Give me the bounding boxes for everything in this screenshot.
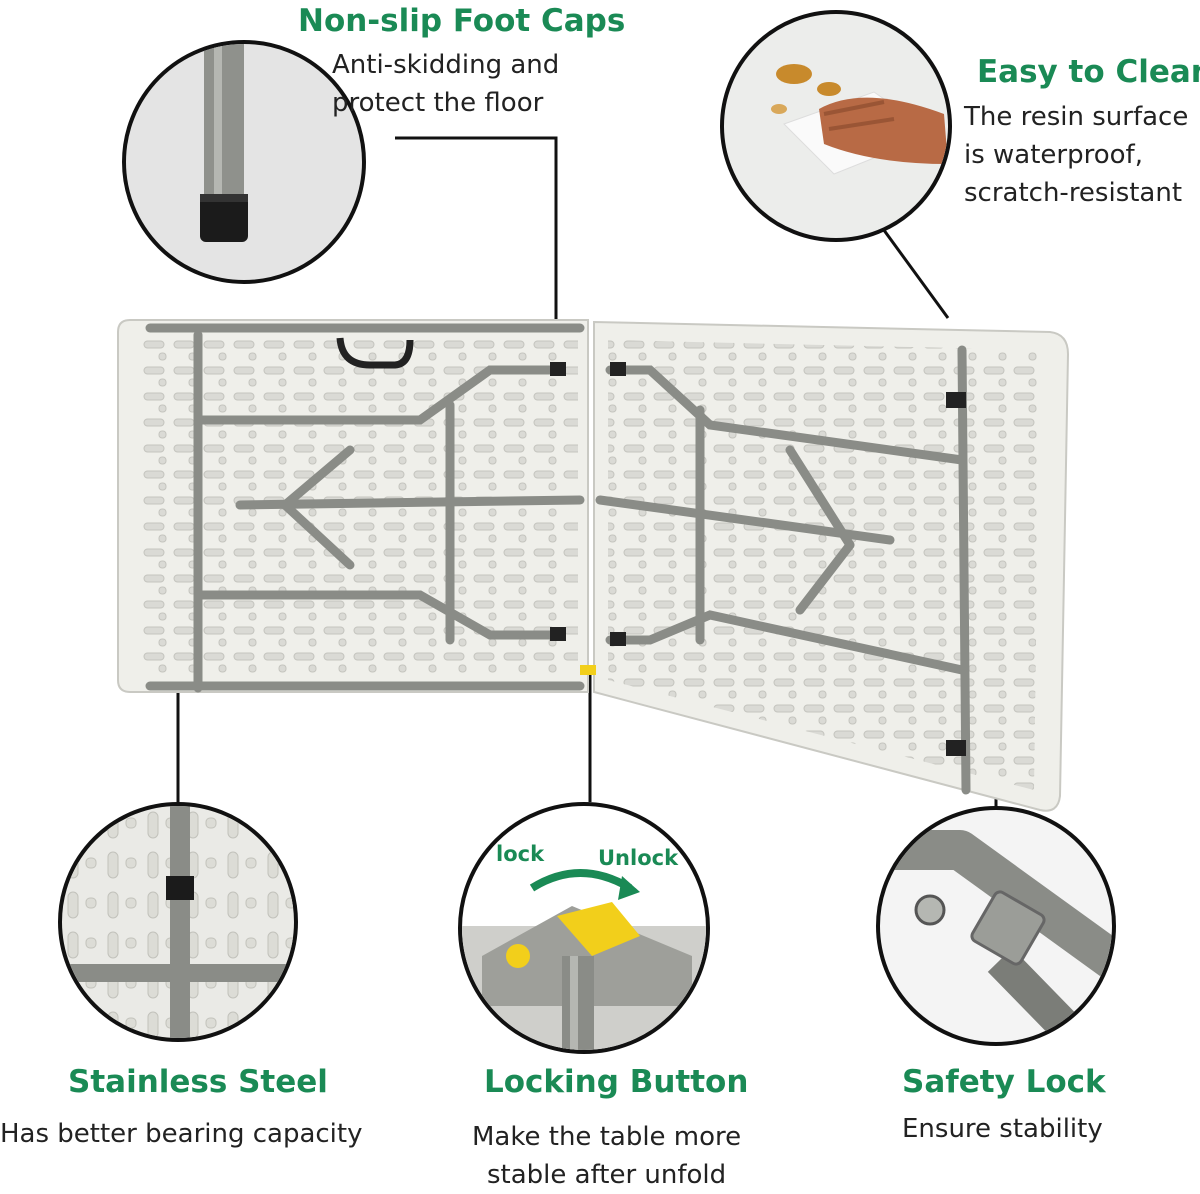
foot-caps-callout-line bbox=[395, 136, 558, 352]
safety-lock-zoom-circle bbox=[876, 806, 1116, 1046]
foot-cap-closeup bbox=[200, 44, 248, 242]
steel-frame-closeup bbox=[62, 806, 294, 1038]
easy-clean-title: Easy to Clean bbox=[977, 54, 1200, 90]
wiping-hand-closeup bbox=[771, 64, 948, 175]
stainless-steel-description: Has better bearing capacity bbox=[0, 1119, 363, 1149]
foot-caps-zoom-circle bbox=[122, 40, 366, 284]
easy-clean-description: The resin surface is waterproof, scratch… bbox=[964, 102, 1189, 208]
lock-label: lock bbox=[496, 842, 545, 866]
foot-caps-title: Non-slip Foot Caps bbox=[298, 3, 626, 39]
easy-clean-callout-line bbox=[876, 221, 950, 319]
foot-caps-description: Anti-skidding and protect the floor bbox=[332, 50, 560, 118]
safety-lock-title: Safety Lock bbox=[902, 1064, 1106, 1100]
stainless-steel-zoom-circle bbox=[58, 802, 298, 1042]
unlock-label: Unlock bbox=[598, 846, 679, 870]
safety-lock-closeup bbox=[880, 830, 1112, 1042]
locking-button-description: Make the table more stable after unfold bbox=[472, 1122, 742, 1190]
easy-clean-zoom-circle bbox=[720, 10, 952, 242]
stainless-steel-title: Stainless Steel bbox=[68, 1064, 328, 1100]
locking-button-zoom-circle bbox=[458, 802, 710, 1054]
safety-lock-description: Ensure stability bbox=[902, 1114, 1103, 1144]
folding-table-photo bbox=[117, 319, 1070, 812]
locking-button-title: Locking Button bbox=[484, 1064, 749, 1100]
